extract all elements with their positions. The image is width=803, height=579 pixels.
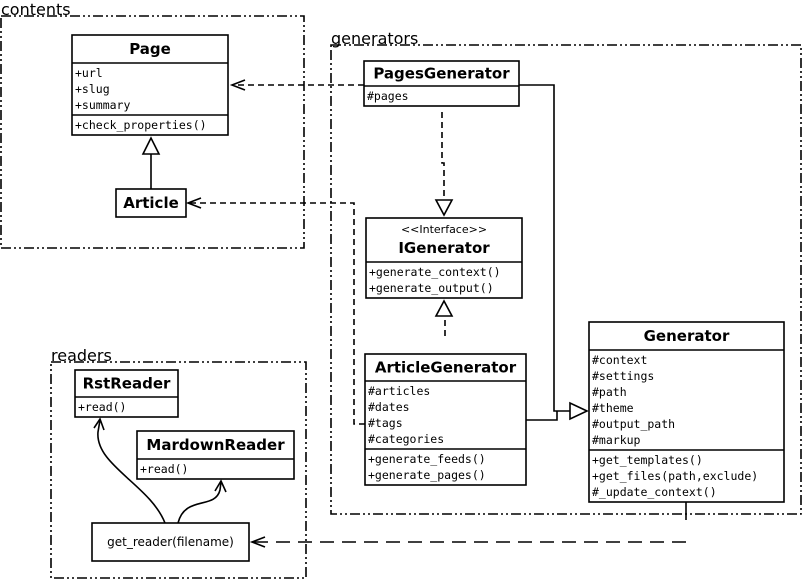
inheritance-pagesgenerator-generator [519,84,570,412]
class-article-generator[interactable]: ArticleGenerator #articles #dates #tags #cat… [364,353,527,486]
package-label: contents [1,0,71,19]
package-readers: readers [50,346,307,579]
class-name: IGenerator [398,239,490,257]
class-method: +read() [78,400,126,414]
inheritance-arrowhead [141,136,161,155]
call-getreader-markdownreader [177,481,222,524]
class-box [588,321,785,503]
class-attribute: #context [592,353,647,367]
class-page[interactable]: Page +url +slug +summary +check_properties() [71,34,229,136]
inheritance-articlegenerator-generator [526,411,558,421]
class-box [365,217,523,299]
class-attribute: +url [75,66,103,80]
realization-arrowhead [434,299,454,317]
class-box [136,430,295,480]
class-attribute: +slug [75,82,110,96]
class-method: +check_properties() [75,118,207,132]
class-article[interactable]: Article [115,188,187,218]
class-generator[interactable]: Generator #context #settings #path #theme #ou… [588,321,785,503]
open-arrowhead [249,536,266,548]
class-rst-reader[interactable]: RstReader +read() [74,369,179,418]
class-name: Generator [644,327,730,345]
dependency-articlegenerator-article [188,202,365,425]
class-box [74,369,179,418]
package-label: readers [51,346,112,365]
class-method: +generate_feeds() [368,452,486,466]
class-method: +generate_context() [369,265,501,279]
class-igenerator[interactable]: <<Interface>> IGenerator +generate_context… [365,217,523,299]
class-method: +get_templates() [592,453,703,467]
class-name: Article [123,194,179,212]
inheritance-arrowhead [569,401,589,421]
classes: Page +url +slug +summary +check_properties()… [71,34,785,503]
class-name: RstReader [83,375,171,393]
class-box [364,353,527,486]
class-name: PagesGenerator [373,65,510,83]
function-label: get_reader(filename) [107,535,234,549]
class-attribute: #settings [592,369,654,383]
call-getreader-rstreader [97,419,166,524]
class-box [71,34,229,136]
class-method: +get_files(path,exclude) [592,469,758,483]
connectors [93,79,687,548]
open-arrowhead [229,79,246,91]
class-pages-generator[interactable]: PagesGenerator #pages [363,60,520,107]
package-contents: contents [0,0,305,249]
class-attribute: #theme [592,401,634,415]
realization-arrowhead [434,199,454,217]
class-attribute: +summary [75,98,130,112]
class-method: +generate_output() [369,281,494,295]
open-arrowhead [93,417,105,431]
class-attribute: #pages [367,89,409,103]
class-attribute: #markup [592,433,641,447]
package-label: generators [331,29,418,48]
class-name: MardownReader [146,436,285,454]
class-attribute: #tags [368,416,403,430]
class-method: #_update_context() [592,485,717,499]
class-attribute: #articles [368,384,430,398]
class-box [115,188,187,218]
class-attribute: #dates [368,400,410,414]
class-attribute: #output_path [592,417,675,431]
class-stereotype: <<Interface>> [401,223,487,236]
open-arrowhead [185,197,202,209]
class-name: ArticleGenerator [375,359,517,377]
package-generators: generators [330,29,802,515]
class-box [363,60,520,107]
class-attribute: #path [592,385,627,399]
class-method: +generate_pages() [368,468,486,482]
class-name: Page [129,40,171,58]
realization-pagesgenerator-igenerator [441,112,445,200]
class-method: +read() [140,462,188,476]
open-arrowhead [214,479,227,493]
class-attribute: #categories [368,432,444,446]
function-get-reader[interactable]: get_reader(filename) [91,522,250,562]
class-markdown-reader[interactable]: MardownReader +read() [136,430,295,480]
